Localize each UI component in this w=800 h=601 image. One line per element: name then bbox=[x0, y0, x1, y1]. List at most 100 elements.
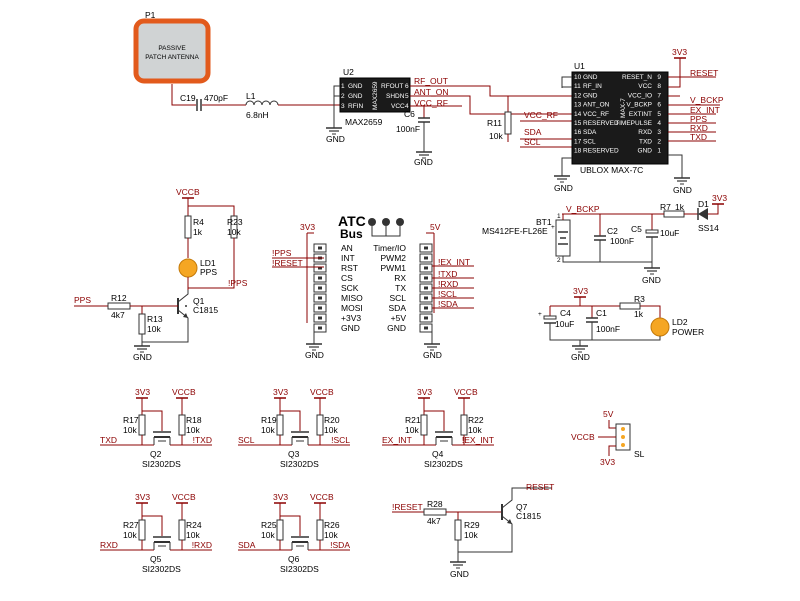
shifter-3v3: 3V3 bbox=[135, 492, 150, 502]
u1-left-pin-name: SDA bbox=[583, 129, 597, 136]
shifter-ra-ref: R21 bbox=[405, 415, 421, 425]
u1-left-pin-num: 11 bbox=[574, 83, 581, 90]
u1-right-pin-name: RESET_N bbox=[622, 74, 652, 81]
r28-ref: R28 bbox=[427, 499, 443, 509]
atc-3v3: 3V3 bbox=[300, 222, 315, 232]
shifter-vccb: VCCB bbox=[310, 492, 334, 502]
shifter-ra bbox=[138, 519, 146, 541]
atc-left-pin-label: GND bbox=[341, 323, 360, 333]
net-vcc-rf-u1: VCC_RF bbox=[524, 110, 558, 120]
u2-chip bbox=[339, 77, 411, 113]
shifter-out-net: !RXD bbox=[192, 540, 212, 550]
u1-right-pin-name: TIMEPULSE bbox=[615, 120, 653, 127]
c6-gnd-label: GND bbox=[414, 157, 433, 167]
net-pps-left: PPS bbox=[74, 295, 91, 305]
u1-left-pin-num: 18 bbox=[574, 148, 582, 155]
r11-value: 10k bbox=[489, 131, 503, 141]
shifter-3v3: 3V3 bbox=[273, 387, 288, 397]
net-reset: RESET bbox=[690, 68, 718, 78]
atc-net-reset: !RESET bbox=[272, 258, 303, 268]
bt-gnd-label: GND bbox=[642, 275, 661, 285]
u2-pinnum-1: 1 bbox=[341, 83, 345, 90]
patch-antenna bbox=[133, 18, 211, 84]
r4-value: 1k bbox=[193, 227, 203, 237]
r29-value: 10k bbox=[464, 530, 478, 540]
shifter-rb-value: 10k bbox=[324, 530, 338, 540]
c2-ref: C2 bbox=[607, 226, 618, 236]
q7-part: C1815 bbox=[516, 511, 541, 521]
c6-value: 100nF bbox=[396, 124, 420, 134]
u1-3v3: 3V3 bbox=[672, 47, 687, 57]
shifter-3v3: 3V3 bbox=[273, 492, 288, 502]
atc-subtitle: Bus bbox=[340, 227, 363, 241]
sl-5v: 5V bbox=[603, 409, 614, 419]
r23-ref: R23 bbox=[227, 217, 243, 227]
bt1-part: MS412FE-FL26E bbox=[482, 226, 548, 236]
atc-logo-dot-2 bbox=[382, 218, 390, 226]
ld2-led bbox=[650, 317, 670, 337]
r3-ref: R3 bbox=[634, 294, 645, 304]
u1-right-pin-name: VCC bbox=[638, 83, 652, 90]
atc-logo-dot-3 bbox=[396, 218, 404, 226]
c5-ref: C5 bbox=[631, 224, 642, 234]
shifter-ra bbox=[420, 414, 428, 436]
net-sda-u1: SDA bbox=[524, 127, 542, 137]
shifter-rb-ref: R18 bbox=[186, 415, 202, 425]
atc-right-net-label: !RXD bbox=[438, 279, 458, 289]
shifter-rb-ref: R20 bbox=[324, 415, 340, 425]
u1-right-pin-num: 7 bbox=[657, 92, 661, 99]
u1-ref: U1 bbox=[574, 61, 585, 71]
net-n-pps: !PPS bbox=[228, 278, 248, 288]
u1-left-pin-num: 10 bbox=[574, 74, 582, 81]
shifter-q-part: SI2302DS bbox=[142, 459, 181, 469]
q1-ref: Q1 bbox=[193, 296, 205, 306]
u1-left-pin-num: 14 bbox=[574, 111, 582, 118]
d1-part: SS14 bbox=[698, 223, 719, 233]
net-v-bckp-2: V_BCKP bbox=[566, 204, 600, 214]
shifter-vccb: VCCB bbox=[310, 387, 334, 397]
pps-vccb: VCCB bbox=[176, 187, 200, 197]
atc-left-pin-label: AN bbox=[341, 243, 353, 253]
u1-left-pin-name: RESERVED bbox=[583, 148, 619, 155]
r3-value: 1k bbox=[634, 309, 644, 319]
net-txd: TXD bbox=[690, 132, 707, 142]
shifter-q-part: SI2302DS bbox=[142, 564, 181, 574]
ld2-ref: LD2 bbox=[672, 317, 688, 327]
l1-inductor bbox=[245, 100, 279, 106]
shifter-in-net: TXD bbox=[100, 435, 117, 445]
pwr-gnd-label: GND bbox=[571, 352, 590, 362]
shifter-q-ref: Q5 bbox=[150, 554, 162, 564]
r12-ref: R12 bbox=[111, 293, 127, 303]
u2-pin-rfout: RFOUT bbox=[381, 83, 403, 90]
u1-left-pin-name: GND bbox=[583, 92, 598, 99]
shifter-ra-ref: R27 bbox=[123, 520, 139, 530]
u1-left-pin-name: GND bbox=[583, 74, 598, 81]
shifter-in-net: EX_INT bbox=[382, 435, 412, 445]
shifter-rb bbox=[178, 519, 186, 541]
c19-value: 470pF bbox=[204, 93, 228, 103]
c4-capacitor bbox=[543, 315, 557, 320]
u1-body-label: MAX-7 bbox=[620, 98, 627, 118]
pwr-3v3: 3V3 bbox=[573, 286, 588, 296]
shifter-rb bbox=[316, 414, 324, 436]
c5-capacitor bbox=[645, 229, 659, 234]
atc-right-pin-label: PWM1 bbox=[381, 263, 407, 273]
ld1-led bbox=[178, 258, 198, 278]
shifter-rb-ref: R26 bbox=[324, 520, 340, 530]
u1-left-pin-name: RF_IN bbox=[583, 83, 602, 90]
atc-gnd-right: GND bbox=[423, 350, 442, 360]
shifter-ra-ref: R19 bbox=[261, 415, 277, 425]
atc-left-pin-label: MOSI bbox=[341, 303, 363, 313]
c6-ref: C6 bbox=[404, 109, 415, 119]
u2-pinnum-3: 3 bbox=[341, 103, 345, 110]
atc-logo-dot-1 bbox=[368, 218, 376, 226]
u1-left-pin-name: SCL bbox=[583, 138, 596, 145]
shifter-q-ref: Q3 bbox=[288, 449, 300, 459]
antenna-ref: P1 bbox=[145, 10, 156, 20]
shifter-rb-value: 10k bbox=[468, 425, 482, 435]
r12-resistor bbox=[107, 302, 131, 310]
net-scl-u1: SCL bbox=[524, 137, 541, 147]
atc-right-nets: !EX_INT!TXD!RXD!SCL!SDA bbox=[432, 257, 474, 309]
sl-vccb: VCCB bbox=[571, 432, 595, 442]
